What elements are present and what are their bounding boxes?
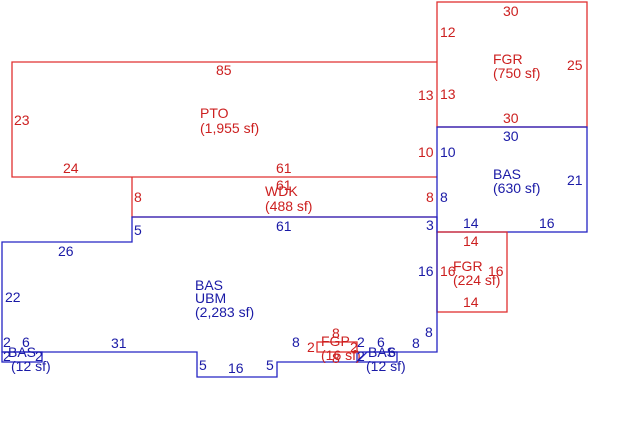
dim-label: 25 [567, 57, 583, 73]
bas-main-area: (2,283 sf) [195, 304, 254, 320]
wdk-code: WDK [265, 183, 298, 199]
dim-label: 16 [228, 360, 244, 376]
dim-label: 61 [276, 160, 292, 176]
fgr-top-area: (750 sf) [493, 65, 540, 81]
dim-label: 5 [134, 222, 142, 238]
bas-main-outline [1, 216, 438, 378]
bas-small-left-outline [1, 351, 43, 363]
fgp-area: (16 sf) [321, 347, 361, 363]
dim-label: 16 [488, 263, 504, 279]
dim-label: 6 [377, 334, 385, 350]
dim-label: 2 [3, 334, 11, 350]
dim-label: 14 [463, 215, 479, 231]
dim-label: 2 [3, 348, 11, 364]
dim-label: 16 [440, 263, 456, 279]
dim-label: 23 [14, 112, 30, 128]
dim-label: 6 [22, 334, 30, 350]
dim-label: 14 [463, 294, 479, 310]
bas-main-code: BAS [195, 277, 223, 293]
dim-label: 2 [307, 339, 315, 355]
dim-label: 61 [276, 218, 292, 234]
dim-label: 30 [503, 110, 519, 126]
dim-label: 30 [503, 3, 519, 19]
wdk-area: (488 sf) [265, 198, 312, 214]
bas-right-code: BAS [493, 166, 521, 182]
pto-code: PTO [200, 105, 229, 121]
dim-label: 8 [332, 350, 340, 366]
dim-label: 8 [292, 334, 300, 350]
dim-label: 8 [425, 324, 433, 340]
fgr-small-code: FGR [453, 258, 483, 274]
dim-label: 13 [440, 86, 456, 102]
fgr-top-code: FGR [493, 51, 523, 67]
dim-label: 13 [418, 87, 434, 103]
dim-label: 8 [426, 189, 434, 205]
dim-label: 24 [63, 160, 79, 176]
fgp-code: FGP [321, 333, 350, 349]
dim-label: 22 [5, 289, 21, 305]
dim-label: 30 [503, 128, 519, 144]
dim-label: 85 [216, 62, 232, 78]
dim-label: 31 [111, 335, 127, 351]
dim-label: 14 [463, 233, 479, 249]
dim-label: 5 [199, 357, 207, 373]
dim-label: 61 [276, 177, 292, 193]
bas-small-right-area: (12 sf) [366, 358, 406, 374]
dim-label: 8 [134, 189, 142, 205]
bas-main-code2: UBM [195, 290, 226, 306]
dim-label: 8 [332, 325, 340, 341]
dim-label: 6 [388, 344, 396, 360]
dim-label: 2 [350, 339, 358, 355]
bas-small-right-code: BAS [368, 344, 396, 360]
dim-label: 21 [567, 172, 583, 188]
dim-label: 8 [440, 189, 448, 205]
dim-label: 2 [35, 348, 43, 364]
dim-label: 12 [440, 24, 456, 40]
dim-label: 2 [357, 348, 365, 364]
dim-label: 8 [412, 335, 420, 351]
dim-label: 10 [440, 144, 456, 160]
dim-label: 5 [266, 357, 274, 373]
dim-label: 3 [426, 217, 434, 233]
bas-small-left-area: (12 sf) [11, 358, 51, 374]
fgp-outline [316, 341, 358, 353]
pto-outline [11, 61, 437, 178]
bas-small-left-code: BAS [8, 344, 36, 360]
bas-right-area: (630 sf) [493, 180, 540, 196]
dim-label: 10 [418, 144, 434, 160]
dim-label: 2 [357, 334, 365, 350]
dim-label: 16 [539, 215, 555, 231]
dim-label: 26 [58, 243, 74, 259]
pto-area: (1,955 sf) [200, 120, 259, 136]
fgr-small-area: (224 sf) [453, 272, 500, 288]
bas-right-outline [436, 126, 588, 233]
dim-label: 16 [418, 263, 434, 279]
bas-small-right-outline [356, 351, 398, 363]
